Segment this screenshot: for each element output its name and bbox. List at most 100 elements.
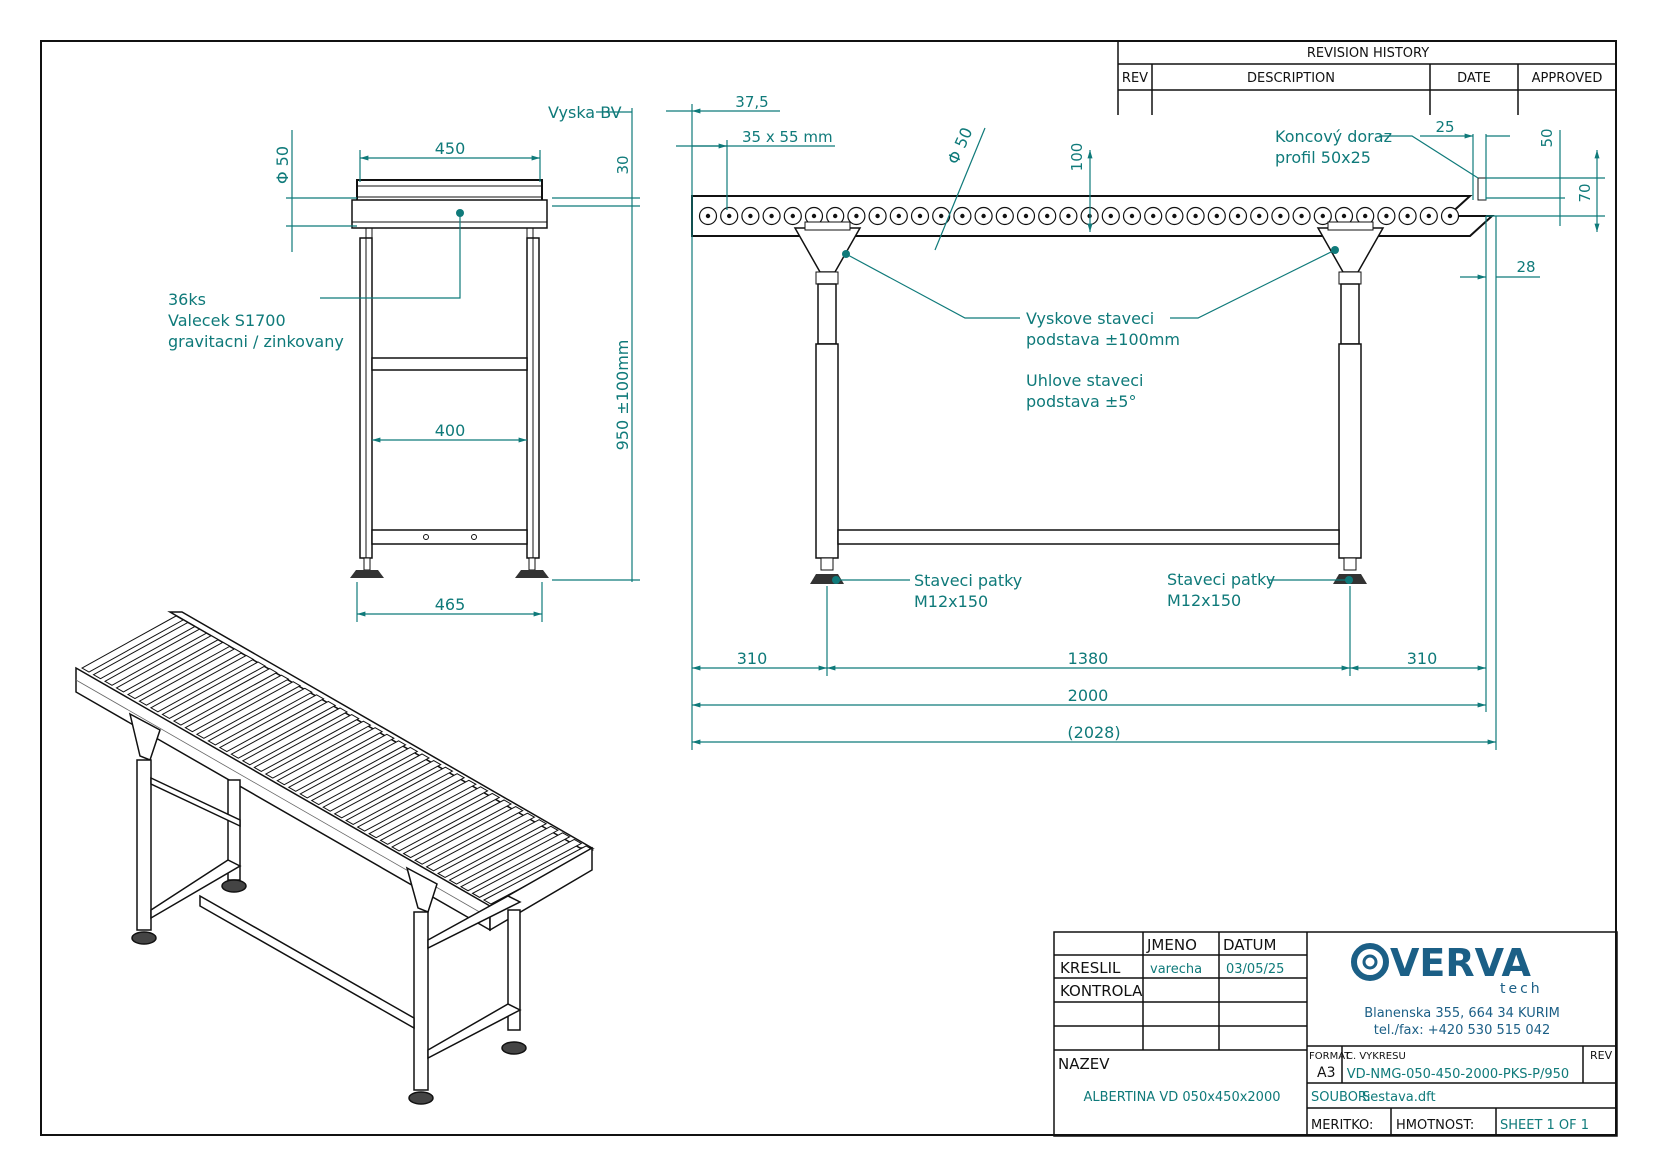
dim-2028: (2028) [1067,723,1120,742]
label-feet-right-1: Staveci patky [1167,570,1275,589]
iso-roller [195,681,302,739]
label-end-stop-2: profil 50x25 [1275,148,1371,167]
label-height-adjust-1: Vyskove staveci [1026,309,1154,328]
iso-roller [172,667,278,726]
iso-roller [448,825,559,885]
dim-465: 465 [435,595,466,614]
meritko-label: MERITKO: [1311,1118,1373,1133]
title-block [1053,931,1618,1137]
roller-axle [1214,213,1220,219]
roller-axle [896,213,901,219]
label-feet-left-1: Staveci patky [914,571,1022,590]
dim-30: 30 [614,155,632,174]
dim-37-5: 37,5 [735,93,768,111]
iso-roller [276,727,384,786]
col-jmeno: JMENO [1146,936,1197,954]
label-end-stop-1: Koncový doraz [1275,127,1392,146]
iso-roller [437,819,548,879]
iso-roller [264,720,372,779]
roller-axle [1447,213,1453,219]
roller-axle [1193,213,1198,219]
dim-1380: 1380 [1068,649,1109,668]
iso-roller [230,700,337,759]
company-phone: tel./fax: +420 530 515 042 [1374,1023,1551,1038]
drawing-number: VD-NMG-050-450-2000-PKS-P/950 [1347,1067,1569,1082]
iso-roller [356,773,466,832]
iso-roller [138,648,243,706]
label-height-adjust-2: podstava ±100mm [1026,330,1180,349]
iso-roller [92,621,196,680]
roller-axle [811,213,817,219]
dim-hole-35x55: 35 x 55 mm [742,128,833,146]
iso-roller [287,733,395,792]
dim-310-left: 310 [737,649,768,668]
roller-axle [705,213,711,219]
dim-310-right: 310 [1407,649,1438,668]
roller-axle [917,213,923,219]
iso-roller [368,779,477,839]
roller-axle [875,213,880,219]
drawing-no-label: C. VYKRESU [1346,1051,1406,1062]
dim-28: 28 [1516,258,1535,276]
company-name: VERVA [1390,941,1531,985]
company-address: Blanenska 355, 664 34 KURIM [1364,1006,1560,1021]
hmotnost-label: HMOTNOST: [1396,1118,1474,1133]
revision-table [1117,40,1617,115]
roller-axle [1235,213,1241,219]
kontrola-label: KONTROLA [1060,982,1143,1000]
note-roller-type: Valecek S1700 [168,311,286,330]
iso-roller [80,615,185,673]
drawing-title: ALBERTINA VD 050x450x2000 [1083,1090,1280,1105]
roller-axle [1363,213,1368,219]
roller-axle [1341,213,1347,219]
dim-50-right: 50 [1538,128,1556,147]
iso-roller [218,694,325,753]
iso-roller [425,812,536,872]
isometric-view [75,611,595,1105]
roller-axle [790,213,795,219]
dim-height-950: 950 ±100mm [613,340,632,451]
iso-roller [184,674,290,733]
roller-axle [727,213,732,219]
roller-axle [1151,213,1156,219]
iso-roller [402,799,513,859]
roller-row [698,206,1460,226]
roller-axle [1066,213,1071,219]
note-roller-finish: gravitacni / zinkovany [168,332,344,351]
front-view-dimensions [666,104,1605,750]
dim-400: 400 [435,421,466,440]
kreslil-label: KRESLIL [1060,959,1121,977]
kreslil-name: varecha [1150,962,1202,977]
roller-axle [769,213,774,219]
roller-axle [1002,213,1007,219]
iso-roller [322,753,431,812]
roller-axle [833,213,838,219]
note-roller-count: 36ks [168,290,206,309]
dim-100: 100 [1068,143,1086,172]
date-header: DATE [1457,71,1491,86]
rev-header: REV [1122,71,1148,86]
iso-roller-row [80,615,595,915]
iso-roller [126,641,231,700]
col-datum: DATUM [1223,936,1276,954]
iso-roller [241,707,349,766]
dim-roller-diameter: Φ 50 [273,146,292,184]
side-view [350,179,549,578]
iso-roller [471,838,583,898]
roller-axle [939,213,944,219]
format-value: A3 [1317,1065,1335,1081]
dim-450: 450 [435,139,466,158]
nazev-label: NAZEV [1058,1055,1110,1073]
company-sub: tech [1500,981,1543,997]
iso-roller [161,661,267,719]
approved-header: APPROVED [1532,71,1603,86]
revision-title: REVISION HISTORY [1307,46,1429,61]
roller-axle [1045,213,1050,219]
iso-roller [459,832,571,892]
company-logo: VERVA tech [1351,941,1543,997]
description-header: DESCRIPTION [1247,71,1335,86]
iso-roller [103,628,208,686]
soubor-value: Sestava.dft [1362,1090,1436,1105]
